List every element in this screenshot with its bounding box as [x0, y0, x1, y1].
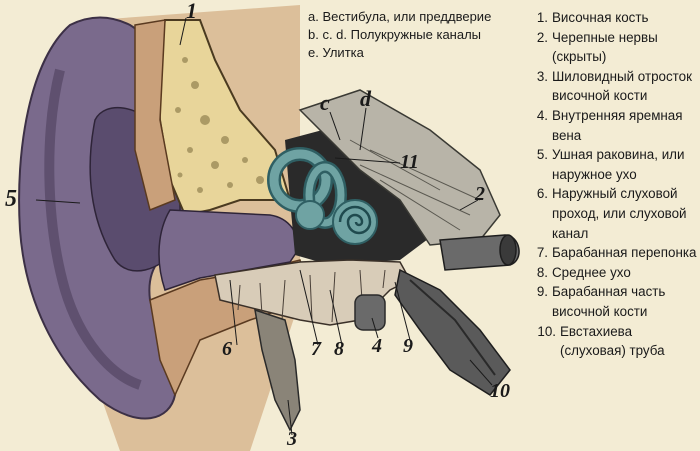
legend-text: Ушная раковина, или наружное ухо: [552, 147, 685, 182]
diagram-label-6: 6: [222, 338, 232, 360]
auricle-shading: [44, 68, 142, 390]
labyrinth: [267, 147, 378, 245]
diagram-label-c: c: [320, 90, 330, 115]
diagram-label-3: 3: [286, 428, 297, 450]
eustachian-tube-inner: [409, 279, 496, 376]
legend-text: Евстахиева (слуховая) труба: [560, 323, 665, 359]
legend-text: Внутренняя яремная вена: [552, 107, 683, 143]
legend-text: Барабанная перепонка: [552, 245, 697, 261]
diagram-label-5: 5: [5, 186, 17, 212]
legend-item: 6. Наружный слуховой проход, или слухово…: [530, 184, 698, 243]
cochlea: [332, 199, 378, 245]
legend-text: Наружный слуховой проход, или слуховой к…: [552, 186, 687, 241]
diagram-label-10: 10: [490, 380, 510, 402]
legend-item: 5. Ушная раковина, или наружное ухо: [530, 145, 698, 184]
legend-text: Височная кость: [552, 10, 649, 25]
diagram-label-4: 4: [371, 335, 382, 357]
legend-letter-e: e. Улитка: [308, 45, 364, 60]
legend-number: 7.: [536, 245, 548, 261]
diagram-label-11: 11: [400, 151, 419, 173]
legend-number: 9.: [536, 284, 548, 300]
diagram-label-d: d: [360, 86, 372, 111]
legend-number: 10.: [537, 323, 556, 339]
legend-number: 8.: [536, 264, 548, 280]
legend-item: 3. Шиловидный отросток височной кости: [530, 67, 698, 106]
legend-number: 3.: [536, 68, 548, 84]
legend-text: Барабанная часть височной кости: [552, 284, 666, 319]
bone-spongy-texture: [175, 57, 264, 193]
ear-canal: [158, 209, 299, 291]
legend-text: Шиловидный отросток височной кости: [552, 68, 692, 104]
legend-letter-bcd: b. c. d. Полукружные каналы: [308, 27, 482, 42]
diagram-label-8: 8: [334, 338, 344, 360]
letter-legend: a. Вестибула, или преддверие b. c. d. По…: [308, 8, 523, 62]
legend-letter-a: a. Вестибула, или преддверие: [308, 9, 492, 24]
right-vessel-end: [499, 234, 517, 266]
legend-number: 5.: [536, 147, 548, 163]
legend-item: 7. Барабанная перепонка: [530, 243, 698, 263]
legend-item: 4. Внутренняя яремная вена: [530, 106, 698, 145]
diagram-label-9: 9: [403, 335, 413, 357]
legend-item: 10. Евстахиева (слуховая) труба: [530, 322, 698, 361]
diagram-label-7: 7: [311, 338, 322, 360]
nerve-fibers: [349, 139, 481, 231]
legend-number: 1.: [536, 10, 548, 25]
flesh-upper: [134, 19, 176, 212]
legend-number: 4.: [536, 107, 548, 123]
legend-item: 1. Височная кость: [530, 8, 698, 28]
legend-text: Среднее ухо: [552, 264, 631, 280]
jugular-vein: [354, 294, 386, 331]
legend-number: 2.: [536, 29, 548, 45]
diagram-label-1: 1: [186, 0, 197, 23]
leader-lines: [35, 17, 493, 436]
diagram-label-2: 2: [474, 183, 485, 205]
legend-number: 6.: [536, 186, 548, 202]
legend-item: 9. Барабанная часть височной кости: [530, 282, 698, 321]
legend-item: 8. Среднее ухо: [530, 263, 698, 283]
eustachian-tube: [394, 268, 511, 396]
styloid-process: [254, 308, 301, 432]
numbered-legend: 1. Височная кость 2. Черепные нервы (скр…: [530, 8, 698, 361]
legend-item: 2. Черепные нервы (скрыты): [530, 28, 698, 67]
legend-text: Черепные нервы (скрыты): [552, 29, 658, 65]
